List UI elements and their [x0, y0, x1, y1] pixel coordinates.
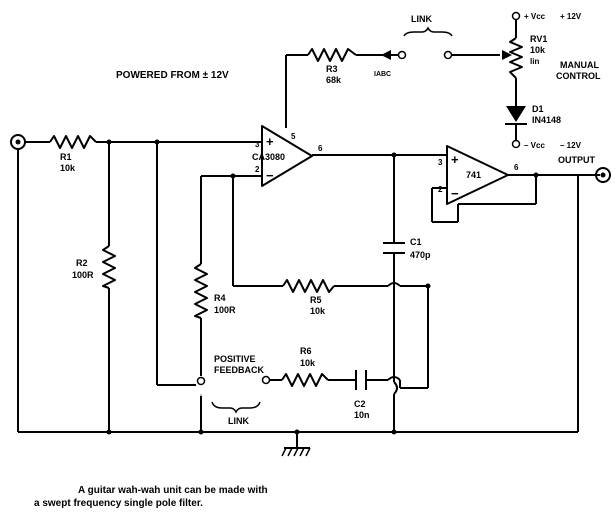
iabc-label: IABC: [374, 71, 391, 78]
link-brace-bottom: [211, 401, 261, 414]
junction-dot: [391, 429, 397, 435]
opamp-ca3080: [261, 125, 313, 187]
r1-ref: R1: [60, 152, 72, 162]
figure-caption: A guitar wah-wah unit can be made with a…: [34, 484, 364, 510]
junction-dot: [230, 173, 236, 179]
opamp741-pin3: 3: [438, 158, 443, 167]
vcc-neg-label: – Vcc: [524, 141, 545, 150]
junction-dot: [425, 283, 431, 289]
resistor-r5: [282, 279, 335, 293]
c1-value: 470p: [410, 250, 431, 260]
link-terminal: [397, 50, 407, 60]
diode-d1: [505, 106, 527, 125]
feedback-label: FEEDBACK: [214, 365, 265, 375]
terminal-vcc-neg: [511, 139, 521, 149]
opamp741-pin6: 6: [514, 163, 519, 172]
link-terminal: [443, 50, 453, 60]
link-brace-top: [403, 26, 453, 37]
r3-value: 68k: [326, 75, 342, 85]
link-terminal: [261, 375, 271, 385]
caption-line-2: a swept frequency single pole filter.: [34, 498, 203, 509]
rv1-type: lin: [530, 57, 539, 66]
junction-dot: [198, 429, 204, 435]
link-bottom-label: LINK: [228, 416, 249, 426]
r1-value: 10k: [60, 163, 76, 173]
capacitor-c2: [355, 370, 367, 390]
resistor-r1: [49, 135, 97, 149]
link-top-label: LINK: [411, 14, 432, 24]
junction-dot: [154, 139, 160, 145]
r4-value: 100R: [214, 305, 236, 315]
manual-label: MANUAL: [560, 60, 599, 70]
vcc-neg-value: – 12V: [560, 141, 582, 150]
power-note: POWERED FROM ± 12V: [116, 70, 229, 81]
resistor-r6: [281, 373, 329, 387]
rv1-ref: RV1: [530, 34, 547, 44]
opamp741-label: 741: [466, 170, 481, 180]
ca3080-pin5: 5: [291, 132, 296, 141]
r5-ref: R5: [310, 295, 322, 305]
r5-value: 10k: [310, 306, 326, 316]
r2-ref: R2: [76, 258, 88, 268]
pot-wiper-arrow: [502, 50, 512, 60]
ca3080-plus: +: [266, 134, 274, 149]
potentiometer-rv1: [509, 37, 523, 79]
c2-value: 10n: [354, 410, 370, 420]
opamp741-minus: −: [451, 186, 459, 201]
output-jack: [595, 167, 611, 183]
caption-line-1: A guitar wah-wah unit can be made with: [78, 485, 268, 496]
ca3080-pin2: 2: [255, 165, 260, 174]
iabc-arrow: [381, 50, 391, 60]
opamp741-pin2: 2: [438, 185, 443, 194]
junction-dot: [106, 139, 112, 145]
c2-ref: C2: [354, 399, 366, 409]
r2-value: 100R: [72, 270, 94, 280]
capacitor-c1: [383, 242, 405, 254]
ca3080-pin3: 3: [255, 140, 260, 149]
opamp741-plus: +: [451, 152, 459, 167]
ca3080-minus: −: [266, 168, 274, 183]
r6-value: 10k: [300, 358, 316, 368]
r3-ref: R3: [326, 64, 338, 74]
rv1-value: 10k: [530, 45, 546, 55]
junction-dot: [294, 429, 300, 435]
r6-ref: R6: [300, 346, 312, 356]
resistor-r2: [102, 245, 116, 289]
vcc-pos-label: + Vcc: [524, 12, 546, 21]
junction-dot: [391, 152, 397, 158]
opamp-741: [446, 145, 509, 205]
d1-ref: D1: [532, 104, 544, 114]
d1-value: IN4148: [532, 115, 561, 125]
junction-dot: [106, 429, 112, 435]
vcc-pos-value: + 12V: [560, 12, 582, 21]
c1-ref: C1: [410, 237, 422, 247]
junction-dot: [533, 172, 539, 178]
link-terminal: [196, 376, 206, 386]
r4-ref: R4: [214, 293, 226, 303]
input-jack: [10, 134, 26, 150]
output-label: OUTPUT: [558, 155, 596, 165]
resistor-r4: [194, 263, 208, 319]
ca3080-pin6: 6: [318, 144, 323, 153]
control-label: CONTROL: [556, 71, 601, 81]
positive-label: POSITIVE: [214, 354, 256, 364]
terminal-vcc-pos: [511, 11, 521, 21]
resistor-r3: [307, 48, 357, 62]
ca3080-label: CA3080: [252, 152, 285, 162]
